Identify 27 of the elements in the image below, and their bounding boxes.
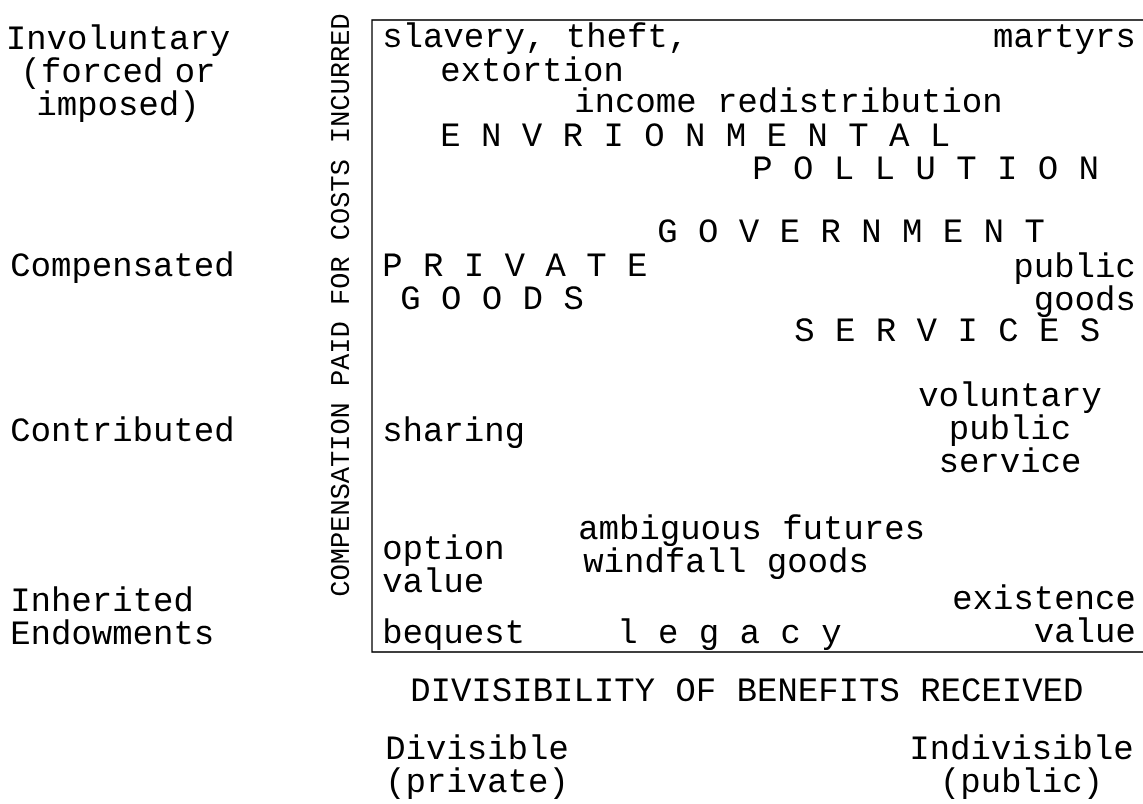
region-label: voluntary public service [919, 381, 1101, 473]
region-label: option value [383, 534, 502, 593]
axis-category-label: Divisible (private) [387, 734, 567, 800]
region-label: ambiguous futures [580, 514, 923, 547]
region-label: P O L L U T I O N [754, 156, 1097, 180]
region-label: G O O D S [402, 286, 583, 310]
region-label: bequest [385, 618, 522, 651]
region-label: public goods [1016, 252, 1134, 318]
axis-title: DIVISIBILITY OF BENEFITS RECEIVED [412, 678, 1082, 702]
axis-category-label: Inherited Endowments [12, 586, 212, 645]
region-label: existence value [954, 584, 1134, 643]
region-label: S E R V I C E S [795, 318, 1099, 342]
region-label: martyrs [994, 24, 1133, 55]
axis-category-label: Contributed [12, 416, 232, 442]
region-label: P R I V A T E [384, 253, 646, 276]
region-label: G O V E R N M E N T [659, 219, 1044, 243]
region-label: windfall goods [583, 547, 866, 580]
region-label: slavery, theft, [384, 22, 680, 55]
region-label: sharing [384, 416, 523, 449]
axis-category-label: Indivisible (public) [912, 734, 1132, 800]
axis-category-label: Involuntary (forced or imposed) [9, 24, 230, 123]
region-label: E N V R I O N M E N T A L [442, 123, 949, 147]
axis-title: COMPENSATION PAID FOR COSTS INCURRED [330, 14, 350, 596]
axis-category-label: Compensated [12, 251, 232, 284]
region-label: income redistribution [576, 87, 1000, 113]
region-label: extortion [442, 56, 621, 82]
region-label: l e g a c y [621, 618, 841, 651]
